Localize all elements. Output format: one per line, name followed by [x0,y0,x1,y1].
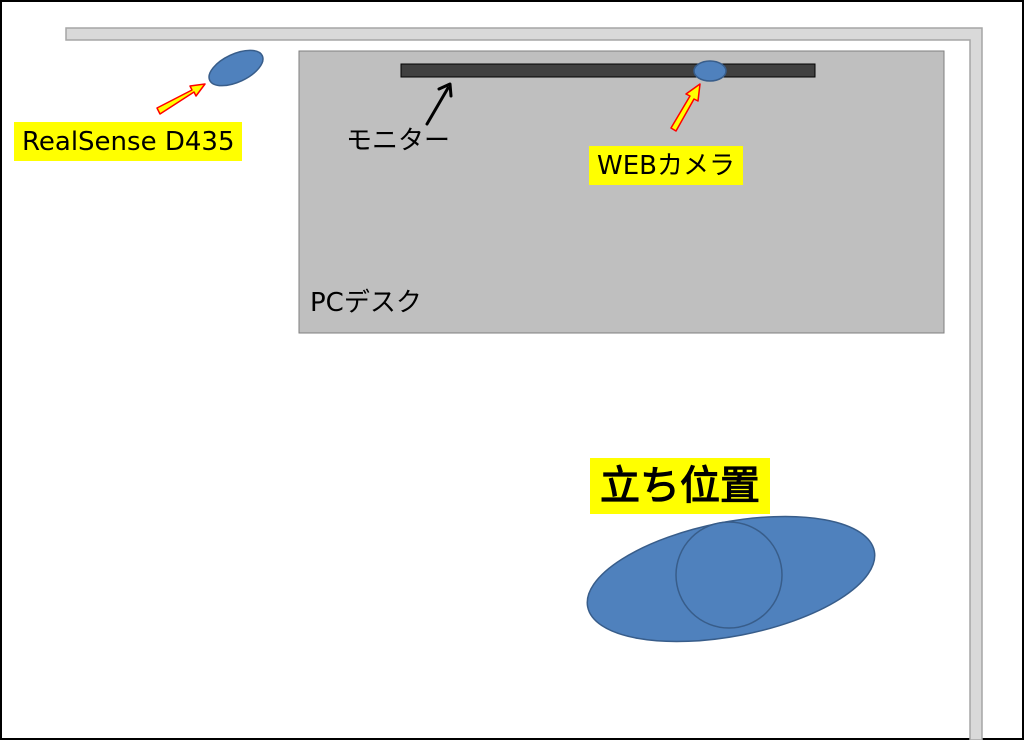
realsense-arrow [156,83,206,115]
standing-position-label: 立ち位置 [590,458,770,514]
webcam-label: WEBカメラ [589,146,743,185]
monitor-arrow [425,82,453,126]
standing-head [675,521,783,629]
realsense-label: RealSense D435 [14,122,243,161]
monitor [400,63,816,78]
monitor-label: モニター [346,126,451,156]
web-camera [693,60,727,82]
pc-desk [298,50,945,334]
desk-label: PCデスク [310,288,422,318]
webcam-arrow [670,83,701,132]
realsense-sensor [208,49,264,87]
